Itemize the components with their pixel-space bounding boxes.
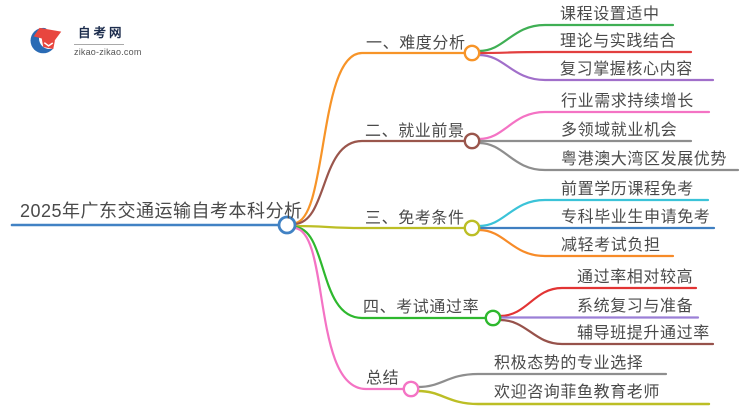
- leaf-line-positive-choice: [416, 372, 668, 389]
- branch-summary[interactable]: 总结: [366, 370, 400, 387]
- trunk-exemption: [293, 224, 467, 230]
- logo-divider: [74, 44, 124, 45]
- leaf-multi-field-jobs[interactable]: 多领域就业机会: [561, 122, 678, 139]
- leaf-tutoring-class[interactable]: 辅导班提升通过率: [577, 325, 710, 342]
- leaf-reduce-burden[interactable]: 减轻考试负担: [561, 237, 661, 254]
- leaf-positive-choice[interactable]: 积极态势的专业选择: [494, 355, 644, 372]
- branch-employment[interactable]: 二、就业前景: [365, 123, 465, 140]
- leaf-contact-teacher[interactable]: 欢迎咨询菲鱼教育老师: [494, 384, 661, 401]
- leaf-greater-bay-area[interactable]: 粤港澳大湾区发展优势: [561, 151, 728, 168]
- cap-base: [41, 37, 55, 50]
- site-logo[interactable]: 自考网 zikao-zikao.com: [30, 22, 142, 57]
- leaf-high-pass-rate[interactable]: 通过率相对较高: [577, 269, 694, 286]
- leaf-line-greater-bay-area: [477, 141, 740, 172]
- root-node-handle[interactable]: [277, 215, 297, 235]
- cap-chevron: [43, 42, 54, 47]
- leaf-line-review-core: [477, 53, 715, 82]
- leaf-line-prior-degree-exempt: [477, 198, 710, 228]
- exemption-node-handle[interactable]: [463, 219, 481, 237]
- logo-title: 自考网: [78, 26, 125, 40]
- difficulty-node-handle[interactable]: [463, 44, 481, 62]
- leaf-theory-practice[interactable]: 理论与实践结合: [560, 33, 677, 50]
- leaf-line-high-pass-rate: [498, 286, 698, 318]
- passrate-node-handle[interactable]: [484, 309, 502, 327]
- leaf-line-theory-practice: [477, 50, 693, 55]
- leaf-prior-degree-exempt[interactable]: 前置学历课程免考: [561, 181, 694, 198]
- root-topic[interactable]: 2025年广东交通运输自考本科分析: [20, 201, 303, 221]
- cap-board: [33, 27, 62, 42]
- trunk-difficulty: [293, 51, 467, 225]
- leaf-line-course-setup: [477, 23, 675, 53]
- branch-exemption[interactable]: 三、免考条件: [365, 210, 465, 227]
- leaf-review-core[interactable]: 复习掌握核心内容: [560, 61, 693, 78]
- leaf-line-tutoring-class: [498, 318, 715, 346]
- leaf-course-setup[interactable]: 课程设置适中: [560, 6, 660, 23]
- trunk-passrate: [293, 225, 488, 320]
- leaf-line-contact-teacher: [416, 389, 711, 406]
- leaf-industry-demand[interactable]: 行业需求持续增长: [561, 93, 694, 110]
- graduation-cap-icon: [30, 27, 62, 54]
- branch-passrate[interactable]: 四、考试通过率: [363, 299, 480, 316]
- summary-node-handle[interactable]: [402, 380, 420, 398]
- trunk-employment: [293, 139, 467, 226]
- leaf-college-grad-apply[interactable]: 专科毕业生申请免考: [561, 209, 711, 226]
- branch-difficulty[interactable]: 一、难度分析: [366, 35, 466, 52]
- trunk-summary: [293, 226, 406, 391]
- leaf-line-reduce-burden: [477, 228, 675, 258]
- logo-domain: zikao-zikao.com: [74, 47, 142, 57]
- leaf-line-industry-demand: [477, 110, 711, 141]
- leaf-systematic-review[interactable]: 系统复习与准备: [577, 298, 694, 315]
- employment-node-handle[interactable]: [463, 132, 481, 150]
